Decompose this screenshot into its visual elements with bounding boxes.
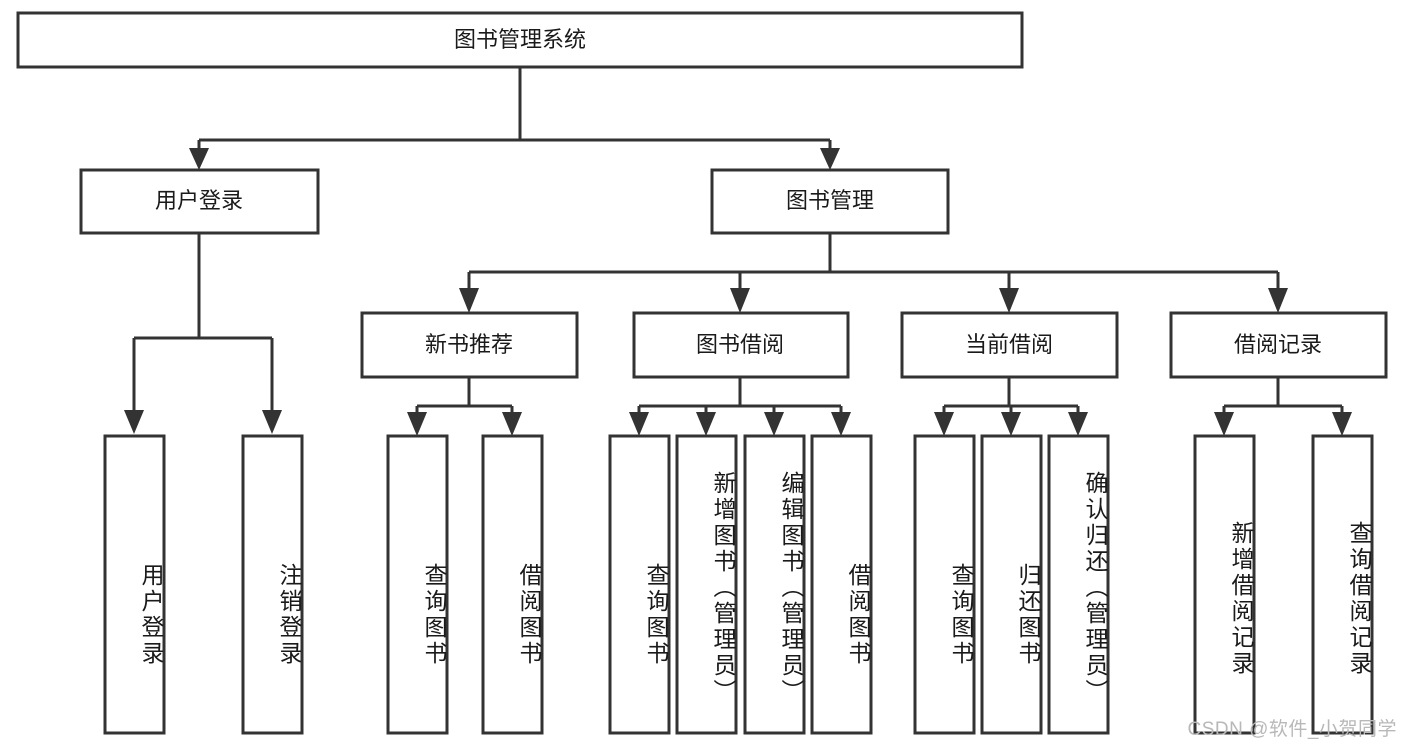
node-current-borrow-label: 当前借阅 [965,332,1053,357]
node-book-borrow-label: 图书借阅 [696,332,784,357]
node-book-borrow[interactable]: 图书借阅 [632,311,850,379]
arrow-head-borrow-record [1268,288,1288,313]
leaf-box-add-borrow-record[interactable] [1193,434,1256,735]
arrow-head-bookborrow-leaf-4 [831,412,851,436]
arrow-head-new-book [459,288,479,313]
leaf-box-query-book-cb[interactable] [913,434,976,735]
arrow-head-newbook-leaf-2 [502,412,522,436]
node-new-book-recommend-label: 新书推荐 [425,332,513,357]
arrow-head-newbook-leaf-1 [407,412,427,436]
arrow-head-currentborrow-leaf-1 [934,412,954,436]
arrow-head-book-borrow [730,288,750,313]
leaf-box-return-book[interactable] [980,434,1043,735]
leaf-box-borrow-book-bb[interactable] [810,434,873,735]
arrow-head-currentborrow-leaf-3 [1068,412,1088,436]
arrow-head-leaf-logout [262,410,282,434]
connector-group [124,67,1352,436]
arrow-head-leaf-user-login [124,410,144,434]
node-user-login-box[interactable] [79,168,320,235]
watermark-text: CSDN @软件_小贺同学 [1187,719,1397,740]
arrow-head-borrowrecord-leaf-1 [1214,412,1234,436]
node-root-label: 图书管理系统 [454,27,586,52]
leaf-box-borrow-book-nbr[interactable] [481,434,544,735]
node-current-borrow-box[interactable] [900,311,1119,379]
node-user-login[interactable]: 用户登录 [79,168,320,235]
arrow-head-bookborrow-leaf-2 [696,412,716,436]
arrow-head-bookborrow-leaf-1 [629,412,649,436]
leaf-box-user-login[interactable] [103,434,166,735]
node-book-management-box[interactable] [710,168,950,235]
node-book-borrow-box[interactable] [632,311,850,379]
node-new-book-recommend-box[interactable] [360,311,579,379]
arrow-head-bookborrow-leaf-3 [764,412,784,436]
arrow-head-borrowrecord-leaf-2 [1332,412,1352,436]
node-book-management[interactable]: 图书管理 [710,168,950,235]
leaf-box-query-book-bb[interactable] [608,434,671,735]
node-borrow-record-box[interactable] [1169,311,1388,379]
arrow-head-current-borrow [999,288,1019,313]
node-current-borrow[interactable]: 当前借阅 [900,311,1119,379]
leaf-box-logout[interactable] [241,434,304,735]
node-book-management-label: 图书管理 [786,188,874,213]
leaf-box-add-book-admin[interactable] [675,434,738,735]
node-root[interactable]: 图书管理系统 [16,11,1024,69]
leaf-box-group [103,434,1374,735]
leaf-box-query-borrow-record[interactable] [1311,434,1374,735]
leaf-box-query-book-nbr[interactable] [386,434,449,735]
arrow-head-book-mgmt [820,148,840,170]
leaf-box-confirm-return-admin[interactable] [1047,434,1110,735]
node-borrow-record[interactable]: 借阅记录 [1169,311,1388,379]
node-user-login-label: 用户登录 [155,188,243,213]
node-root-box[interactable] [16,11,1024,69]
node-borrow-record-label: 借阅记录 [1234,332,1322,357]
leaf-box-edit-book-admin[interactable] [743,434,806,735]
arrow-head-user-login [189,148,209,170]
arrow-head-currentborrow-leaf-2 [1001,412,1021,436]
node-new-book-recommend[interactable]: 新书推荐 [360,311,579,379]
